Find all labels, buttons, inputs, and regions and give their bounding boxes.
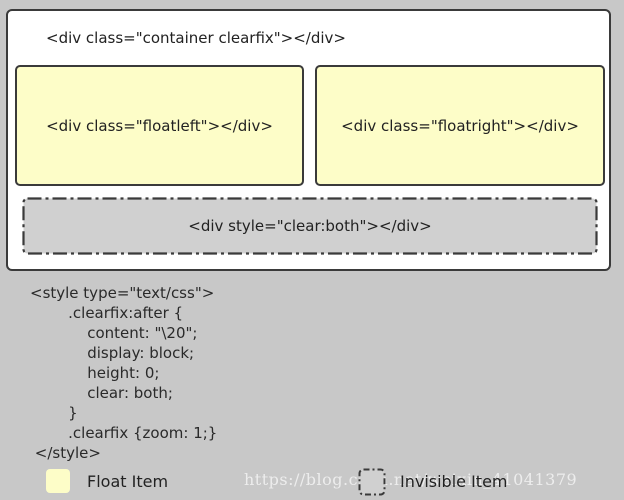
float-left-box: <div class="floatleft"></div> [15, 65, 304, 186]
clear-both-label: <div style="clear:both"></div> [188, 217, 432, 235]
code-line: height: 0; [30, 364, 160, 382]
code-line: } [30, 404, 78, 422]
float-right-box: <div class="floatright"></div> [315, 65, 605, 186]
legend-invisible-label: Invisible Item [400, 472, 508, 491]
float-right-label: <div class="floatright"></div> [341, 116, 579, 135]
watermark: https://blog.csdn.net/weixin_41041379 [244, 470, 578, 489]
code-line: </style> [30, 444, 101, 462]
code-line: .clearfix {zoom: 1;} [30, 424, 218, 442]
code-line: <style type="text/css"> [30, 284, 215, 302]
float-left-label: <div class="floatleft"></div> [46, 116, 273, 135]
legend-float-label: Float Item [87, 472, 169, 491]
legend-float-swatch [46, 469, 70, 493]
legend-invisible-swatch [358, 468, 386, 496]
code-line: display: block; [30, 344, 195, 362]
clear-both-box: <div style="clear:both"></div> [22, 197, 598, 255]
container-label: <div class="container clearfix"></div> [46, 29, 346, 47]
clear-both-outline [22, 197, 598, 255]
code-line: .clearfix:after { [30, 304, 184, 322]
code-line: clear: both; [30, 384, 173, 402]
code-line: content: "\20"; [30, 324, 198, 342]
